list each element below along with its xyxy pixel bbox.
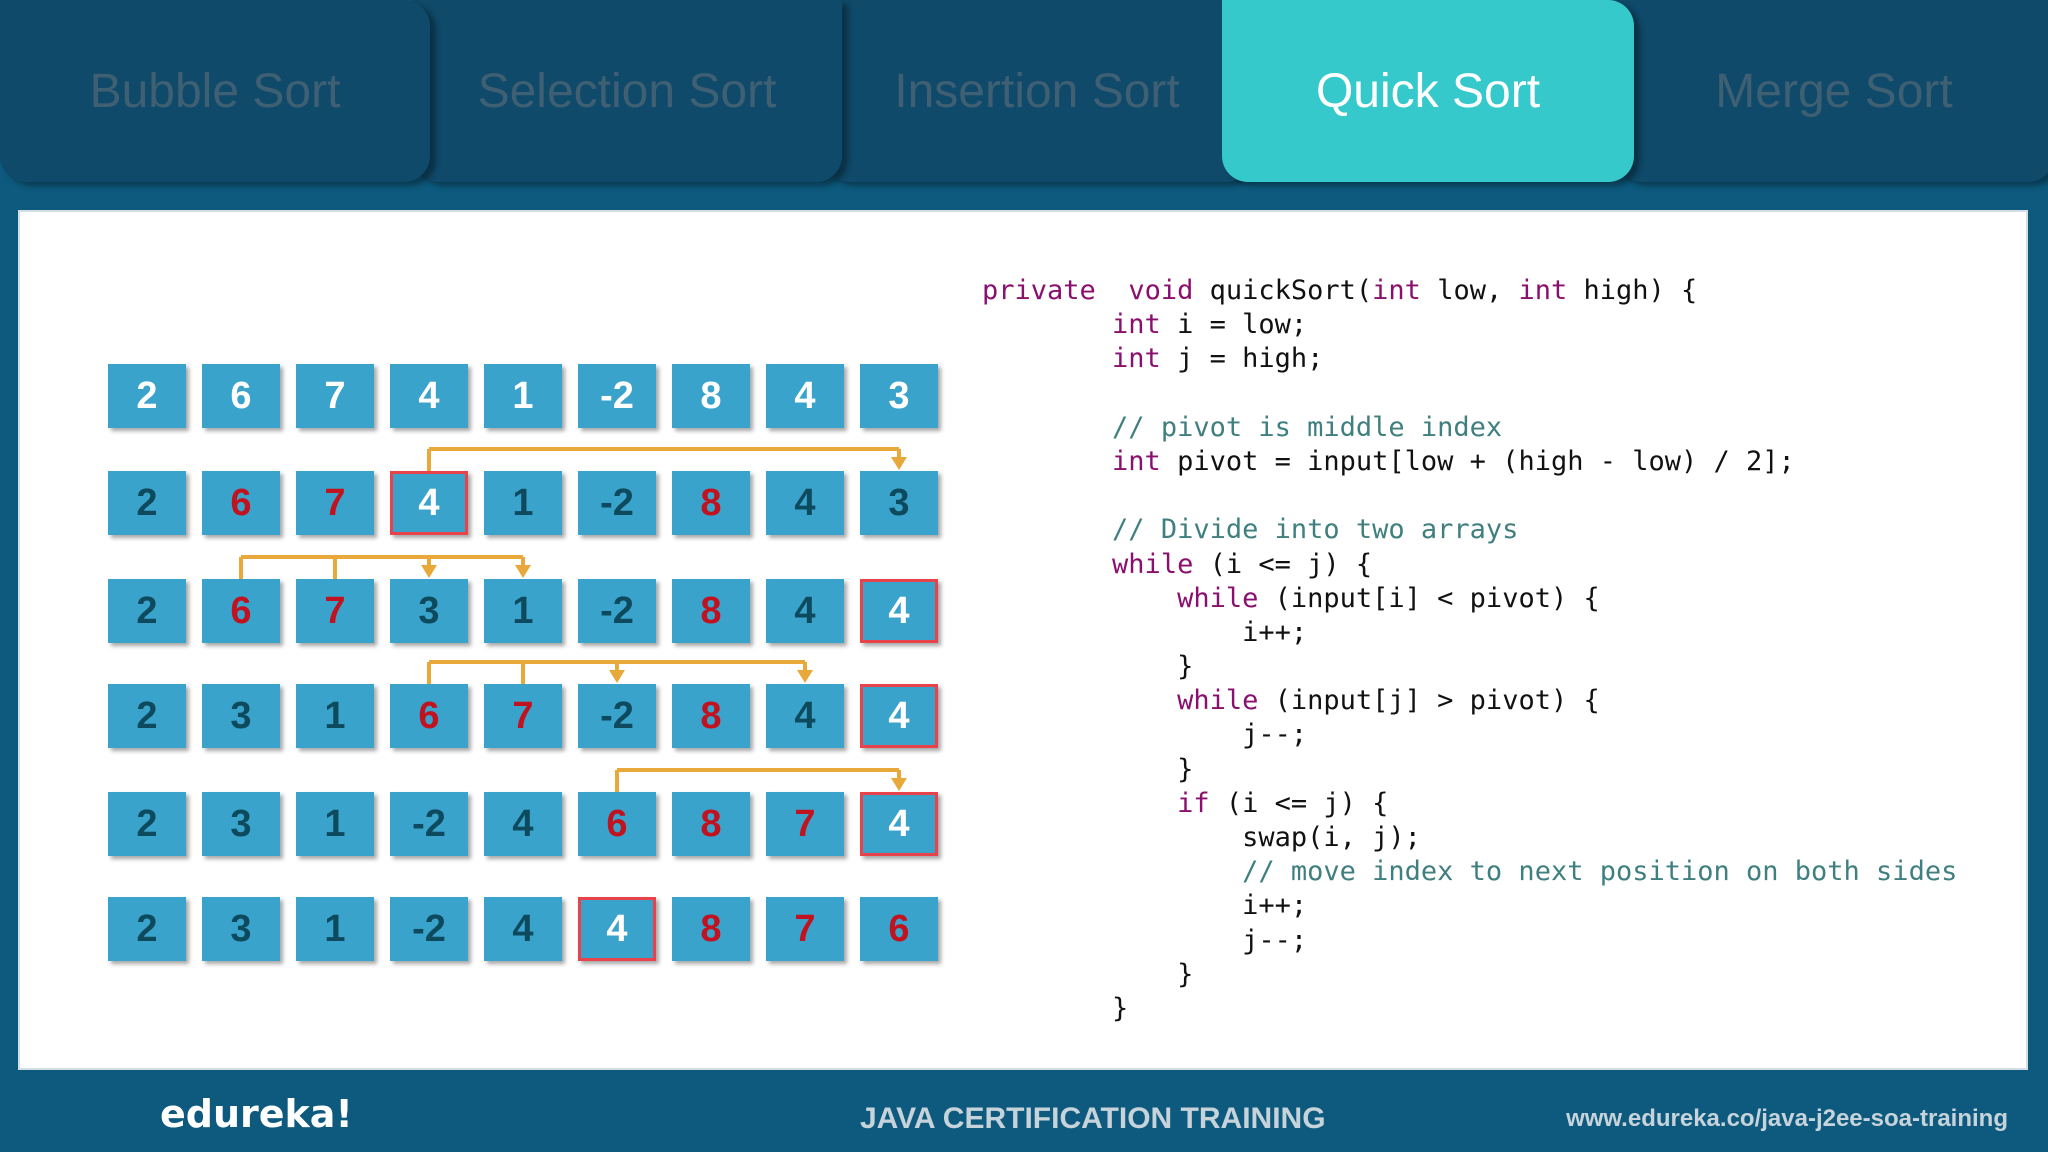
code-line-13: while (input[j] > pivot) { bbox=[1177, 685, 1600, 717]
code-line-14: j--; bbox=[982, 719, 1308, 751]
code-line-5: // pivot is middle index bbox=[1112, 411, 1503, 443]
code-line-2: int i = low; bbox=[1112, 309, 1308, 341]
code-line-15: } bbox=[982, 753, 1194, 785]
code-line-6: int pivot = input[low + (high - low) / 2… bbox=[1112, 445, 1795, 477]
array-cell-r4-c0: 2 bbox=[108, 792, 186, 856]
array-cell-r2-c4: 1 bbox=[484, 579, 562, 643]
array-cell-r4-c8: 4 bbox=[860, 792, 938, 856]
code-line-21: } bbox=[982, 958, 1194, 990]
code-line-12: } bbox=[982, 651, 1194, 683]
code-line-22: } bbox=[982, 992, 1129, 1024]
array-cell-r5-c5: 4 bbox=[578, 897, 656, 961]
array-cell-r3-c4: 7 bbox=[484, 684, 562, 748]
array-cell-r4-c1: 3 bbox=[202, 792, 280, 856]
array-cell-r3-c8: 4 bbox=[860, 684, 938, 748]
array-cell-r2-c3: 3 bbox=[390, 579, 468, 643]
array-cell-r5-c6: 8 bbox=[672, 897, 750, 961]
course-title: JAVA CERTIFICATION TRAINING bbox=[860, 1102, 1326, 1135]
array-cell-r0-c1: 6 bbox=[202, 364, 280, 428]
array-cell-r2-c7: 4 bbox=[766, 579, 844, 643]
array-cell-r5-c7: 7 bbox=[766, 897, 844, 961]
array-cell-r2-c6: 8 bbox=[672, 579, 750, 643]
footer-bar: edureka! JAVA CERTIFICATION TRAINING www… bbox=[0, 1072, 2048, 1152]
array-cell-r5-c3: -2 bbox=[390, 897, 468, 961]
array-cell-r4-c7: 7 bbox=[766, 792, 844, 856]
array-cell-r2-c8: 4 bbox=[860, 579, 938, 643]
array-cell-r1-c0: 2 bbox=[108, 471, 186, 535]
array-cell-r0-c2: 7 bbox=[296, 364, 374, 428]
tab-quick-sort[interactable]: Quick Sort bbox=[1222, 0, 1634, 182]
array-cell-r0-c5: -2 bbox=[578, 364, 656, 428]
array-cell-r5-c0: 2 bbox=[108, 897, 186, 961]
code-line-11: i++; bbox=[982, 616, 1308, 648]
array-cell-r3-c0: 2 bbox=[108, 684, 186, 748]
code-line-20: j--; bbox=[982, 924, 1308, 956]
edureka-logo: edureka! bbox=[160, 1092, 353, 1136]
code-line-3: int j = high; bbox=[1112, 343, 1324, 375]
array-cell-r5-c1: 3 bbox=[202, 897, 280, 961]
array-cell-r3-c5: -2 bbox=[578, 684, 656, 748]
array-cell-r2-c0: 2 bbox=[108, 579, 186, 643]
array-cell-r5-c2: 1 bbox=[296, 897, 374, 961]
array-cell-r1-c4: 1 bbox=[484, 471, 562, 535]
array-cell-r3-c1: 3 bbox=[202, 684, 280, 748]
array-cell-r5-c8: 6 bbox=[860, 897, 938, 961]
tab-insertion-sort[interactable]: Insertion Sort bbox=[822, 0, 1252, 182]
array-cell-r3-c3: 6 bbox=[390, 684, 468, 748]
array-cell-r0-c7: 4 bbox=[766, 364, 844, 428]
array-cell-r2-c5: -2 bbox=[578, 579, 656, 643]
array-cell-r1-c1: 6 bbox=[202, 471, 280, 535]
array-cell-r4-c2: 1 bbox=[296, 792, 374, 856]
array-cell-r4-c3: -2 bbox=[390, 792, 468, 856]
array-cell-r4-c4: 4 bbox=[484, 792, 562, 856]
sort-tab-bar: Bubble Sort Selection Sort Insertion Sor… bbox=[0, 0, 2048, 190]
tab-selection-sort[interactable]: Selection Sort bbox=[412, 0, 842, 182]
array-cell-r2-c1: 6 bbox=[202, 579, 280, 643]
array-cell-r3-c6: 8 bbox=[672, 684, 750, 748]
code-line-16: if (i <= j) { bbox=[1177, 787, 1389, 819]
array-cell-r0-c0: 2 bbox=[108, 364, 186, 428]
array-cell-r0-c3: 4 bbox=[390, 364, 468, 428]
code-line-7 bbox=[982, 479, 1957, 513]
array-cell-r4-c6: 8 bbox=[672, 792, 750, 856]
code-line-1: private void quickSort(int low, int high… bbox=[982, 275, 1698, 306]
tab-merge-sort[interactable]: Merge Sort bbox=[1614, 0, 2048, 182]
array-cell-r0-c6: 8 bbox=[672, 364, 750, 428]
array-cell-r3-c7: 4 bbox=[766, 684, 844, 748]
array-cell-r2-c2: 7 bbox=[296, 579, 374, 643]
array-cell-r3-c2: 1 bbox=[296, 684, 374, 748]
array-cell-r1-c8: 3 bbox=[860, 471, 938, 535]
array-cell-r1-c6: 8 bbox=[672, 471, 750, 535]
code-line-9: while (i <= j) { bbox=[1112, 548, 1373, 580]
code-line-4 bbox=[982, 377, 1957, 411]
array-cell-r4-c5: 6 bbox=[578, 792, 656, 856]
array-cell-r1-c7: 4 bbox=[766, 471, 844, 535]
quick-sort-code-block: private void quickSort(int low, int high… bbox=[982, 274, 1957, 1026]
array-cell-r1-c3: 4 bbox=[390, 471, 468, 535]
code-line-8: // Divide into two arrays bbox=[1112, 514, 1519, 546]
array-cell-r0-c8: 3 bbox=[860, 364, 938, 428]
tab-bubble-sort[interactable]: Bubble Sort bbox=[0, 0, 430, 182]
code-line-10: while (input[i] < pivot) { bbox=[1177, 582, 1600, 614]
array-cell-r0-c4: 1 bbox=[484, 364, 562, 428]
array-cell-r1-c5: -2 bbox=[578, 471, 656, 535]
code-line-17: swap(i, j); bbox=[982, 822, 1421, 853]
course-url[interactable]: www.edureka.co/java-j2ee-soa-training bbox=[1566, 1105, 2008, 1132]
array-cell-r5-c4: 4 bbox=[484, 897, 562, 961]
code-line-19: i++; bbox=[982, 890, 1308, 922]
array-cell-r1-c2: 7 bbox=[296, 471, 374, 535]
code-line-18: // move index to next position on both s… bbox=[1242, 856, 1958, 888]
